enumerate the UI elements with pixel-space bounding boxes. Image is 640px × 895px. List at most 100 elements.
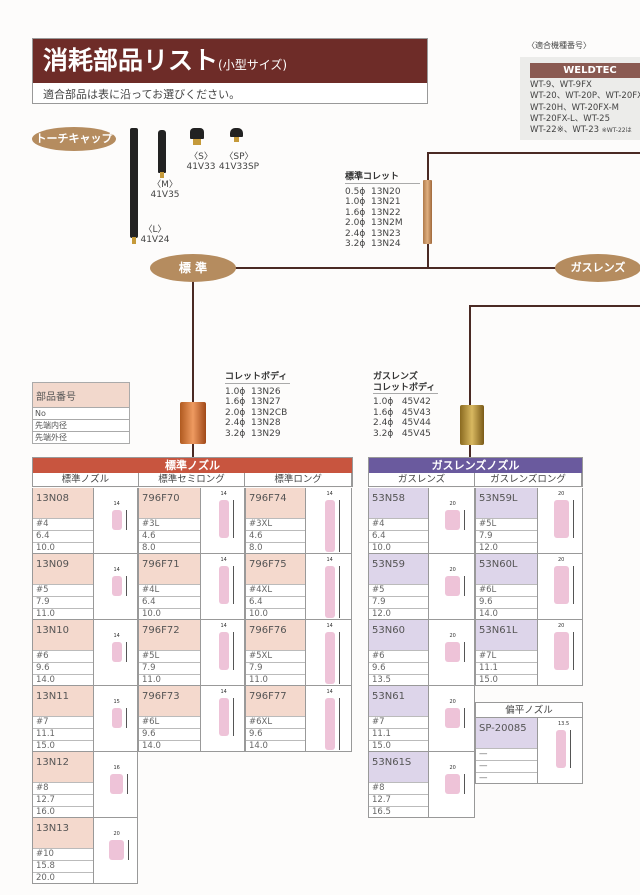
collet-title: 標準コレット: [345, 172, 420, 184]
nozzle-length-dimension: [572, 566, 574, 604]
nozzle-length-dimension: [125, 576, 127, 596]
nozzle-width-dimension: 15: [113, 699, 120, 705]
nozzle-image: [445, 774, 460, 794]
nozzle-no: #5XL: [246, 650, 305, 662]
collet-size-code: 2.4ϕ 13N23: [345, 228, 401, 239]
nozzle-width-dimension: 20: [113, 831, 120, 837]
nozzle-inner-diameter: 9.6: [246, 728, 305, 740]
nozzle-width-dimension: 14: [326, 623, 333, 629]
nozzle-length-dimension: [464, 576, 465, 596]
collet-size-code: 3.2ϕ 13N24: [345, 239, 401, 249]
nozzle-inner-diameter: 9.6: [33, 662, 93, 674]
title-box: 消耗部品リスト(小型サイズ) 適合部品は表に沿ってお選びください。: [32, 38, 428, 104]
nozzle-inner-diameter: —: [476, 760, 537, 772]
collet-size-code: 1.0ϕ 13N26: [225, 386, 281, 397]
nozzle-no: #8: [33, 782, 93, 794]
nozzle-width-dimension: 14: [113, 633, 120, 639]
column-header: ガスレンズ: [369, 473, 475, 486]
collet-size-code: 0.5ϕ 13N20: [345, 186, 401, 197]
cap-thread: [193, 139, 201, 145]
nozzle-image: [445, 510, 460, 530]
cap-code: 41V33SP: [218, 162, 260, 172]
gaslens-collet-body-title-2: コレットボディ: [373, 383, 438, 394]
connector-line: [428, 152, 640, 154]
nozzle-width-dimension: 20: [449, 567, 456, 573]
collet-size-code: 2.0ϕ 13N2M: [345, 218, 403, 228]
collet-size-code: 3.2ϕ 45V45: [373, 428, 431, 439]
nozzle-inner-diameter: 12.7: [369, 794, 428, 806]
torch-cap-short-image: [190, 128, 204, 139]
nozzle-width-dimension: 20: [558, 491, 565, 497]
nozzle-no: #6: [369, 650, 428, 662]
nozzle-inner-diameter: 15.8: [33, 860, 93, 872]
nozzle-no: #4XL: [246, 584, 305, 596]
nozzle-image: [111, 576, 122, 596]
collet-size-code: 2.4ϕ 13N28: [225, 418, 281, 428]
nozzle-outer-diameter: 11.0: [33, 608, 93, 620]
nozzle-length-dimension: [338, 500, 340, 552]
nozzle-part-number: 796F77: [246, 686, 305, 716]
nozzle-width-dimension: 16: [113, 765, 120, 771]
collet-size-code: 2.0ϕ 13N2CB: [225, 407, 288, 418]
legend-row: 先端内径: [33, 419, 129, 431]
nozzle-length-dimension: [464, 642, 465, 662]
nozzle-width-dimension: 14: [113, 567, 120, 573]
nozzle-part-number: SP-20085: [476, 718, 537, 748]
model-line: WT-20H、WT-20FX-M: [530, 102, 619, 113]
collet-body-title: コレットボディ: [225, 372, 290, 384]
nozzle-image: [111, 642, 122, 662]
title-sub: (小型サイズ): [218, 58, 288, 72]
nozzle-part-number: 53N61S: [369, 752, 428, 782]
nozzle-width-dimension: 14: [326, 491, 333, 497]
nozzle-outer-diameter: 15.0: [33, 740, 93, 752]
nozzle-part-number: 796F72: [139, 620, 200, 650]
table-title: ガスレンズノズル: [369, 458, 582, 473]
nozzle-outer-diameter: 10.0: [139, 608, 200, 620]
cap-size: 〈SP〉: [224, 152, 254, 162]
collet-size-code: 1.6ϕ 45V43: [373, 407, 431, 418]
nozzle-inner-diameter: 9.6: [139, 728, 200, 740]
column-header: 標準ロング: [245, 473, 353, 486]
nozzle-length-dimension: [232, 632, 234, 670]
nozzle-length-dimension: [338, 698, 340, 750]
nozzle-inner-diameter: 6.4: [33, 530, 93, 542]
nozzle-part-number: 796F75: [246, 554, 305, 584]
nozzle-no: #6L: [476, 584, 537, 596]
cap-size: 〈M〉: [152, 180, 178, 190]
cap-size: 〈L〉: [143, 225, 167, 235]
nozzle-no: #6: [33, 650, 93, 662]
nozzle-data: SP-20085———: [476, 718, 538, 784]
nozzle-part-number: 13N13: [33, 818, 93, 848]
nozzle-length-dimension: [464, 774, 465, 794]
nozzle-outer-diameter: 15.0: [369, 740, 428, 752]
compat-label: 〈適合機種番号〉: [527, 41, 591, 50]
collet-body-image: [180, 402, 206, 444]
connector-line: [192, 280, 194, 458]
torch-cap-sp-image: [230, 128, 243, 137]
nozzle-no: #5L: [139, 650, 200, 662]
nozzle-part-number: 53N59L: [476, 488, 537, 518]
nozzle-no: #4: [33, 518, 93, 530]
nozzle-length-dimension: [232, 500, 234, 538]
cap-code: 41V24: [140, 235, 170, 245]
nozzle-no: #4L: [139, 584, 200, 596]
nozzle-length-dimension: [338, 566, 340, 618]
part-number-legend: 部品番号 No 先端内径 先端外径: [32, 382, 130, 444]
